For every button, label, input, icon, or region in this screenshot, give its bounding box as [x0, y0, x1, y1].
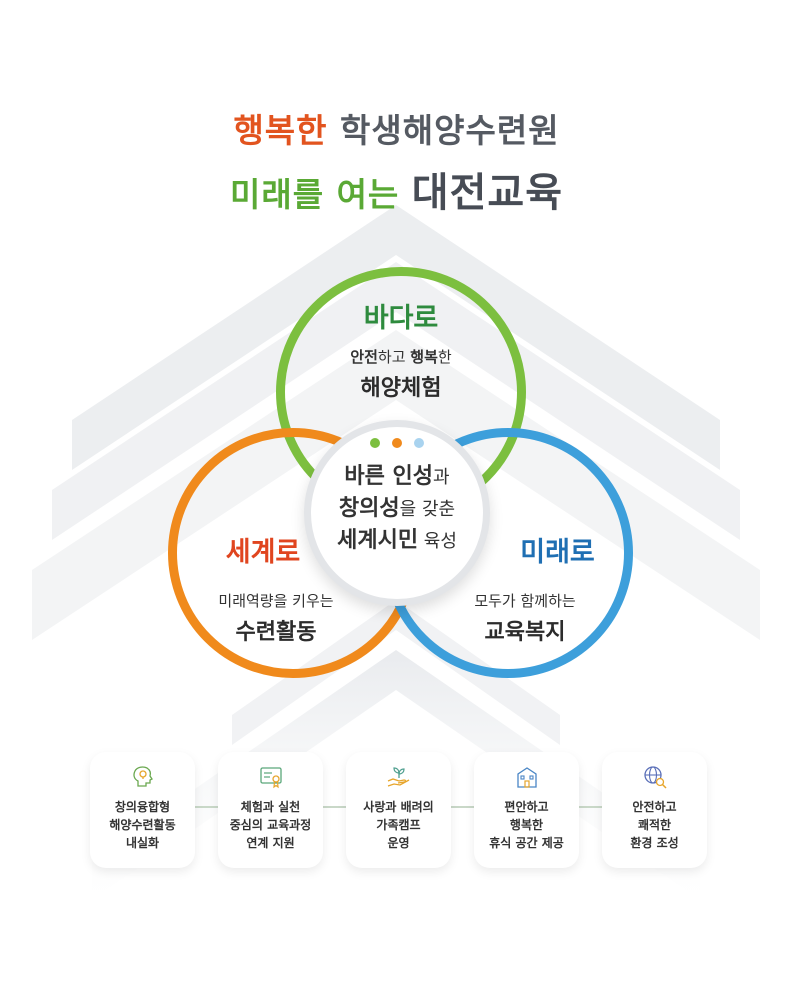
dot-blue	[414, 438, 424, 448]
circle-future-title: 미래로	[520, 537, 595, 568]
circle-world-subtitle: 미래역량을 키우는	[218, 592, 334, 610]
center-circle	[304, 420, 490, 606]
circle-sea-title: 바다로	[363, 303, 439, 334]
headline-rest-2: 대전교육	[411, 170, 563, 216]
circle-sea-main: 해양체험	[360, 376, 442, 401]
headline-line-2: 미래를 여는 대전교육	[0, 160, 793, 218]
center-line-1: 바른 인성과	[344, 464, 450, 489]
circle-future-subtitle: 모두가 함께하는	[474, 592, 576, 610]
center-line-2: 창의성을 갖춘	[338, 496, 456, 521]
certificate-icon	[259, 767, 282, 789]
center-line-3: 세계시민 육성	[337, 528, 457, 553]
headline-line-1: 행복한 학생해양수련원	[0, 104, 793, 152]
circle-world-title: 세계로	[225, 537, 301, 568]
headline-highlight-1: 행복한	[233, 111, 328, 150]
headline-highlight-2: 미래를 여는	[230, 175, 400, 214]
circle-world-main: 수련활동	[235, 620, 317, 645]
dot-green	[370, 438, 380, 448]
building-icon	[516, 767, 537, 788]
dot-orange	[392, 438, 402, 448]
lightbulb-head-icon	[132, 766, 153, 787]
hand-plant-icon	[387, 767, 409, 787]
circle-sea-subtitle: 안전하고 행복한	[350, 348, 452, 366]
globe-search-icon	[643, 766, 667, 789]
center-dots	[370, 438, 424, 448]
headline-rest-1: 학생해양수련원	[340, 111, 560, 150]
circle-future-main: 교육복지	[484, 620, 566, 645]
